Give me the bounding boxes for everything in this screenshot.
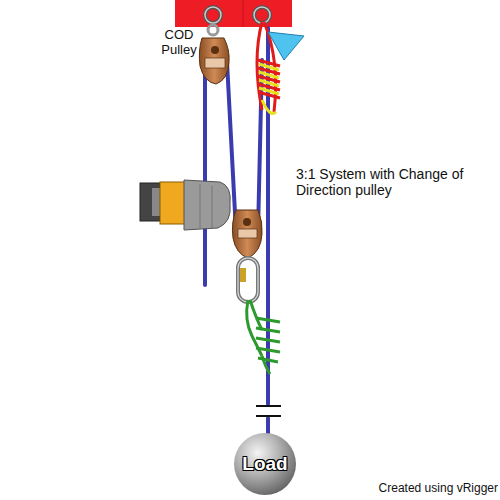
credit-note: Created using vRigger (352, 482, 498, 496)
carabiner (238, 258, 258, 302)
system-caption: 3:1 System with Change of Direction pull… (296, 166, 492, 198)
carabiner-gate (240, 268, 246, 282)
anchor-ring (254, 7, 270, 23)
anchor-ring (205, 7, 221, 23)
rope-tail (203, 62, 207, 285)
node-text: Load (242, 453, 287, 475)
moving-pulley (232, 210, 262, 258)
break-mark (256, 405, 281, 407)
load-ball: Load (234, 433, 296, 495)
gloved-hand (140, 180, 230, 230)
prusik-green (247, 300, 280, 374)
anchor-bar (175, 0, 292, 27)
cod-pulley (199, 25, 229, 84)
part-label: COD Pulley (146, 28, 212, 58)
anchor-ring-highlight (205, 7, 221, 23)
anchor-seam (243, 0, 244, 27)
carabiner-highlight (238, 258, 258, 302)
progress-capture (268, 32, 304, 60)
break-mark (256, 415, 281, 417)
anchor-ring-highlight (254, 7, 270, 23)
